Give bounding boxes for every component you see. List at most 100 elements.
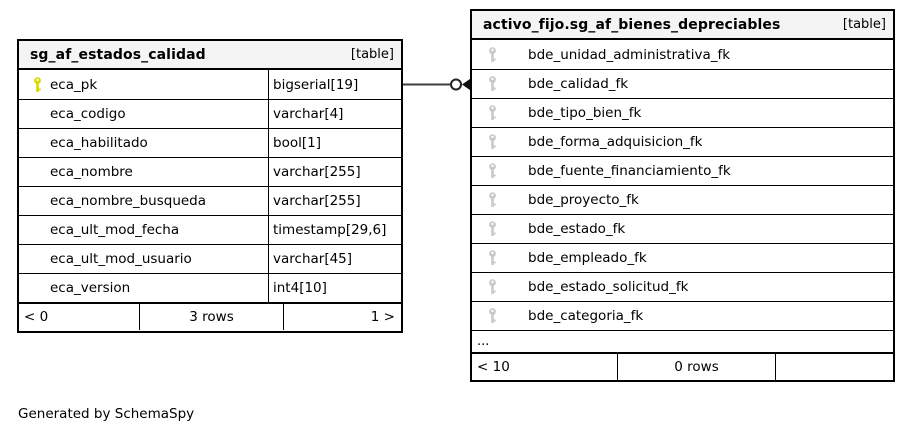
foreign-key-icon [487,307,499,325]
table-type-badge: [table] [350,47,394,62]
row-count-cell: 0 rows [617,354,775,380]
foreign-key-icon [487,191,499,209]
foreign-key-icon [487,104,499,122]
column-name: bde_proyecto_fk [528,192,639,208]
foreign-key-icon [487,46,499,64]
icon-placeholder [32,192,44,210]
column-type: bigserial[19] [268,70,401,99]
column-name: eca_ult_mod_usuario [50,251,192,267]
column-name: eca_pk [50,76,98,93]
column-name-cell: eca_codigo [19,100,268,128]
table-row: bde_proyecto_fk [472,185,893,214]
table-row: eca_nombre_busqueda varchar[255] [19,186,401,215]
icon-placeholder [32,279,44,297]
table-header[interactable]: activo_fijo.sg_af_bienes_depreciables [t… [472,11,893,40]
table-header[interactable]: sg_af_estados_calidad [table] [19,41,401,70]
column-name: bde_empleado_fk [528,250,647,266]
column-name-cell: bde_unidad_administrativa_fk [472,40,730,69]
prev-page-cell[interactable]: < 10 [477,359,510,375]
column-name-cell: eca_ult_mod_fecha [19,216,268,244]
table-row: bde_unidad_administrativa_fk [472,40,893,69]
column-name-cell: bde_estado_solicitud_fk [472,273,688,301]
table-row: bde_categoria_fk [472,301,893,330]
column-name: bde_calidad_fk [528,76,629,92]
column-name-cell: eca_nombre_busqueda [19,187,268,215]
table-row: eca_version int4[10] [19,273,401,302]
column-name-cell: bde_calidad_fk [472,70,628,98]
table-row: eca_pk bigserial[19] [19,70,401,99]
column-name: bde_unidad_administrativa_fk [528,46,731,63]
table-entity-activo-fijo-sg-af-bienes-depreciables: activo_fijo.sg_af_bienes_depreciables [t… [470,9,895,382]
next-page-cell[interactable]: 1 > [283,304,401,330]
row-count-cell: 3 rows [139,304,283,330]
column-name: bde_fuente_financiamiento_fk [528,163,731,179]
table-title[interactable]: sg_af_estados_calidad [30,46,206,63]
column-name-cell: bde_categoria_fk [472,302,643,330]
column-name-cell: eca_pk [19,70,268,99]
column-name-cell: bde_tipo_bien_fk [472,99,641,127]
column-name: bde_estado_fk [528,221,626,237]
column-name-cell: eca_habilitado [19,129,268,157]
column-type: timestamp[29,6] [268,216,401,244]
column-name-cell: bde_empleado_fk [472,244,647,272]
column-name: bde_forma_adquisicion_fk [528,134,703,150]
truncated-columns-indicator: ... [472,330,893,352]
table-pagination-footer: < 10 0 rows [472,352,893,380]
table-title[interactable]: activo_fijo.sg_af_bienes_depreciables [483,16,781,33]
column-name-cell: bde_estado_fk [472,215,625,243]
primary-key-icon [32,76,44,94]
relationship-connector [403,78,471,91]
icon-placeholder [32,134,44,152]
column-name: eca_nombre [50,164,133,180]
table-row: bde_calidad_fk [472,69,893,98]
column-name-cell: eca_nombre [19,158,268,186]
table-row: eca_nombre varchar[255] [19,157,401,186]
foreign-key-icon [487,249,499,267]
column-type: varchar[255] [268,158,401,186]
column-name-cell: bde_proyecto_fk [472,186,639,214]
table-row: bde_forma_adquisicion_fk [472,127,893,156]
column-name-cell: eca_version [19,274,268,302]
table-row: bde_estado_fk [472,214,893,243]
icon-placeholder [32,105,44,123]
table-row: bde_tipo_bien_fk [472,98,893,127]
column-name: bde_tipo_bien_fk [528,105,642,121]
icon-placeholder [32,221,44,239]
table-pagination-footer: < 0 3 rows 1 > [19,302,401,330]
foreign-key-icon [487,220,499,238]
column-name: eca_version [50,280,131,296]
column-type: varchar[45] [268,245,401,273]
foreign-key-icon [487,75,499,93]
table-row: eca_ult_mod_usuario varchar[45] [19,244,401,273]
icon-placeholder [32,250,44,268]
icon-placeholder [32,163,44,181]
column-type: varchar[4] [268,100,401,128]
table-type-badge: [table] [842,17,886,32]
column-name: eca_ult_mod_fecha [50,222,180,238]
table-row: eca_habilitado bool[1] [19,128,401,157]
column-name: bde_categoria_fk [528,308,644,324]
table-row: bde_estado_solicitud_fk [472,272,893,301]
column-name-cell: eca_ult_mod_usuario [19,245,268,273]
generated-by-text: Generated by SchemaSpy [18,406,195,422]
column-name-cell: bde_forma_adquisicion_fk [472,128,703,156]
column-name-cell: bde_fuente_financiamiento_fk [472,157,731,185]
prev-page-cell[interactable]: < 0 [24,309,49,325]
column-name: eca_habilitado [50,135,148,151]
column-type: int4[10] [268,274,401,302]
table-entity-sg-af-estados-calidad: sg_af_estados_calidad [table] eca_pk big… [17,39,403,333]
foreign-key-icon [487,278,499,296]
table-row: bde_empleado_fk [472,243,893,272]
column-name: bde_estado_solicitud_fk [528,279,689,295]
table-row: eca_codigo varchar[4] [19,99,401,128]
next-page-cell[interactable] [775,354,893,380]
column-name: eca_codigo [50,106,126,122]
foreign-key-icon [487,162,499,180]
column-list: bde_unidad_administrativa_fk bde_calidad… [472,40,893,330]
column-list: eca_pk bigserial[19] eca_codigo varchar[… [19,70,401,302]
column-type: varchar[255] [268,187,401,215]
table-row: bde_fuente_financiamiento_fk [472,156,893,185]
column-name: eca_nombre_busqueda [50,193,207,209]
column-type: bool[1] [268,129,401,157]
